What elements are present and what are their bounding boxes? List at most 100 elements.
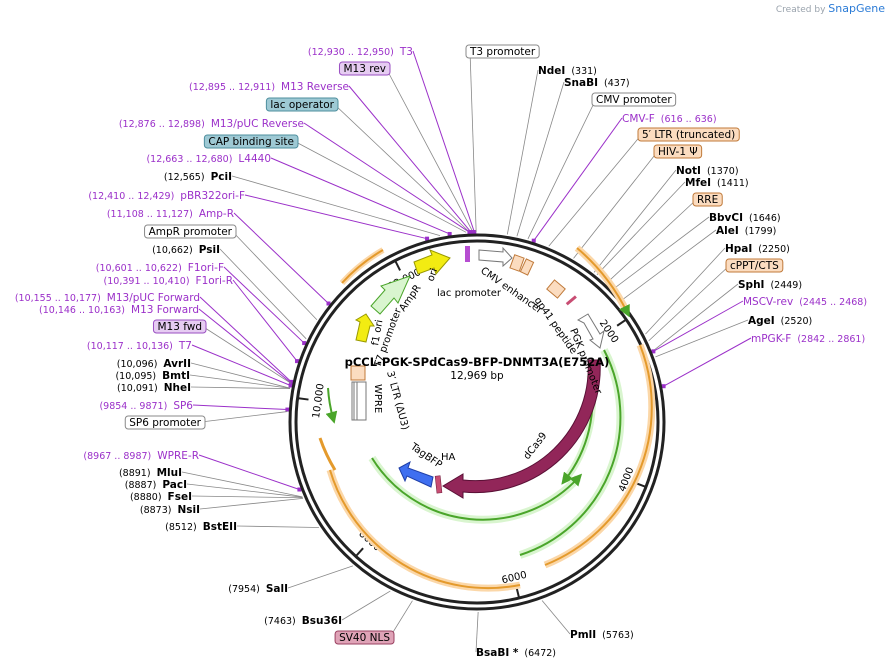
enzyme-coord-pcii: (12,565) [164, 172, 205, 183]
primer-coord-msvc: (2445 .. 2468) [799, 297, 867, 308]
enzyme-name-mlui: MluI [157, 467, 182, 479]
leader-cmvprom [527, 98, 597, 240]
primer-name-f1orir: F1ori-R [196, 275, 233, 287]
leader-m13pucf [199, 296, 292, 383]
leader-m13fwd [201, 325, 292, 384]
inner-label-ltr3: 3′ LTR (ΔU3) [384, 370, 410, 431]
enzyme-name-sphi: SphI [738, 279, 764, 291]
enzyme-coord-bmti: (10,095) [115, 371, 156, 382]
enzyme-coord-bsteii: (8512) [165, 522, 197, 533]
dcas9-arrow [442, 359, 601, 499]
callout-sali: SalI(7954) [228, 583, 288, 595]
enzyme-name-bsabi: BsaBI * [476, 647, 519, 659]
leader-sp6prom [200, 411, 288, 423]
primer-coord-m13puc: (12,876 .. 12,898) [119, 119, 205, 130]
callout-bsabi: BsaBI *(6472) [476, 647, 556, 659]
scale-tick-label-10000: 10,000 [311, 383, 327, 419]
leader-cap [293, 140, 467, 233]
feature-label-sp6prom: SP6 promoter [129, 417, 201, 429]
inner-label-lac-promoter: lac promoter [437, 288, 502, 299]
callout-nhei: NheI(10,091) [117, 382, 191, 394]
green-track-right-outer-line [519, 349, 622, 556]
enzyme-coord-nsii: (8873) [140, 505, 172, 516]
leader-nsii [199, 497, 304, 510]
primer-site-t3 [472, 230, 477, 235]
feature-label-cppt: cPPT/CTS [730, 260, 779, 272]
leader-snabi [516, 81, 565, 237]
primer-name-t3: T3 [399, 46, 413, 58]
primer-coord-pbr: (12,410 .. 12,429) [88, 191, 174, 202]
enzyme-name-paci: PacI [162, 479, 187, 491]
enzyme-coord-noti: (1370) [707, 166, 739, 177]
enzyme-coord-psii: (10,662) [152, 245, 193, 256]
primer-site-mpgk [661, 384, 666, 389]
tagbfp-arrow [398, 460, 434, 488]
callout-t3prom: T3 promoter [465, 44, 540, 59]
callout-m13rev: M13 rev [338, 61, 391, 76]
inner-label-f1ori: f1 ori [370, 319, 385, 347]
primer-coord-m13pucf: (10,155 .. 10,177) [15, 293, 101, 304]
enzyme-coord-snabi: (437) [604, 78, 630, 89]
leader-f1orif [223, 266, 305, 344]
feature-label-amprprom: AmpR promoter [149, 226, 233, 238]
callout-m13pucf: M13/pUC Forward (10,155 .. 10,177) [15, 292, 200, 304]
callout-fsei: FseI(8880) [130, 491, 192, 503]
callout-t7: T7(10,117 .. 10,136) [87, 340, 192, 352]
primer-coord-f1orif: (10,601 .. 10,622) [96, 263, 182, 274]
enzyme-name-bsteii: BstEII [203, 521, 237, 533]
enzyme-coord-alei: (1799) [745, 226, 777, 237]
primer-name-wprer: WPRE-R [157, 450, 199, 462]
orange-arc-ltr-upper-line [576, 247, 630, 318]
leader-cppt [648, 264, 731, 342]
enzyme-name-sali: SalI [266, 583, 288, 595]
callout-noti: NotI(1370) [676, 165, 739, 177]
leader-noti [593, 169, 677, 273]
leader-agei [655, 319, 749, 358]
orange-arc-top-left [339, 247, 385, 286]
primer-site-ampr [326, 301, 331, 306]
primer-name-m13pucf: M13/pUC Forward [107, 292, 200, 304]
leader-ltr5 [548, 133, 643, 247]
callout-cppt: cPPT/CTS [725, 258, 784, 273]
feature-box-t3prom [465, 44, 540, 59]
enzyme-name-mfei: MfeI [685, 177, 711, 189]
feature-tracks [318, 245, 656, 592]
callout-amprprom: AmpR promoter [144, 224, 237, 239]
scale-tick-12000 [394, 260, 401, 271]
enzyme-coord-fsei: (8880) [130, 492, 162, 503]
primer-name-ampr: Amp-R [199, 208, 234, 220]
primer-name-l4440: L4440 [238, 153, 271, 165]
primer-coord-l4440: (12,663 .. 12,680) [146, 154, 232, 165]
enzyme-name-nhei: NheI [164, 382, 191, 394]
callout-bbvci: BbvCI(1646) [709, 212, 781, 224]
primer-site-msvc [651, 349, 656, 354]
enzyme-name-snabi: SnaBI [564, 77, 598, 89]
plasmid-length: 12,969 bp [450, 370, 504, 382]
feature-box-cppt [725, 258, 784, 273]
feature-box-amprprom [144, 224, 237, 239]
enzyme-name-pcii: PciI [211, 171, 232, 183]
gp41-small [565, 295, 577, 306]
enzyme-coord-bsu36i: (7463) [264, 616, 296, 627]
orange-arc-right-line [544, 344, 653, 566]
leader-sv40 [389, 600, 413, 638]
enzyme-name-psii: PsiI [199, 244, 220, 256]
leader-m13rev [385, 67, 474, 233]
primer-coord-f1orir: (10,391 .. 10,410) [104, 276, 190, 287]
feature-box-rre [692, 192, 723, 207]
leader-hiv [573, 150, 659, 259]
primer-name-t7: T7 [178, 340, 192, 352]
orange-arc-left-line [329, 469, 521, 590]
leader-t7 [191, 344, 291, 386]
callout-cap: CAP binding site [203, 134, 299, 149]
enzyme-coord-mfei: (1411) [717, 178, 749, 189]
primer-name-msvc: MSCV-rev [743, 296, 793, 308]
callout-pmli: PmlI(5763) [570, 629, 634, 641]
primer-site-cmvf [531, 238, 536, 243]
callout-m13reverse: M13 Reverse(12,895 .. 12,911) [189, 81, 349, 93]
wpre-arrow [351, 381, 367, 421]
feature-label-ltr5: 5′ LTR (truncated) [642, 129, 735, 141]
feature-label-rre: RRE [697, 194, 718, 206]
feature-label-lacop: lac operator [270, 99, 334, 111]
leader-wprer [198, 454, 300, 490]
